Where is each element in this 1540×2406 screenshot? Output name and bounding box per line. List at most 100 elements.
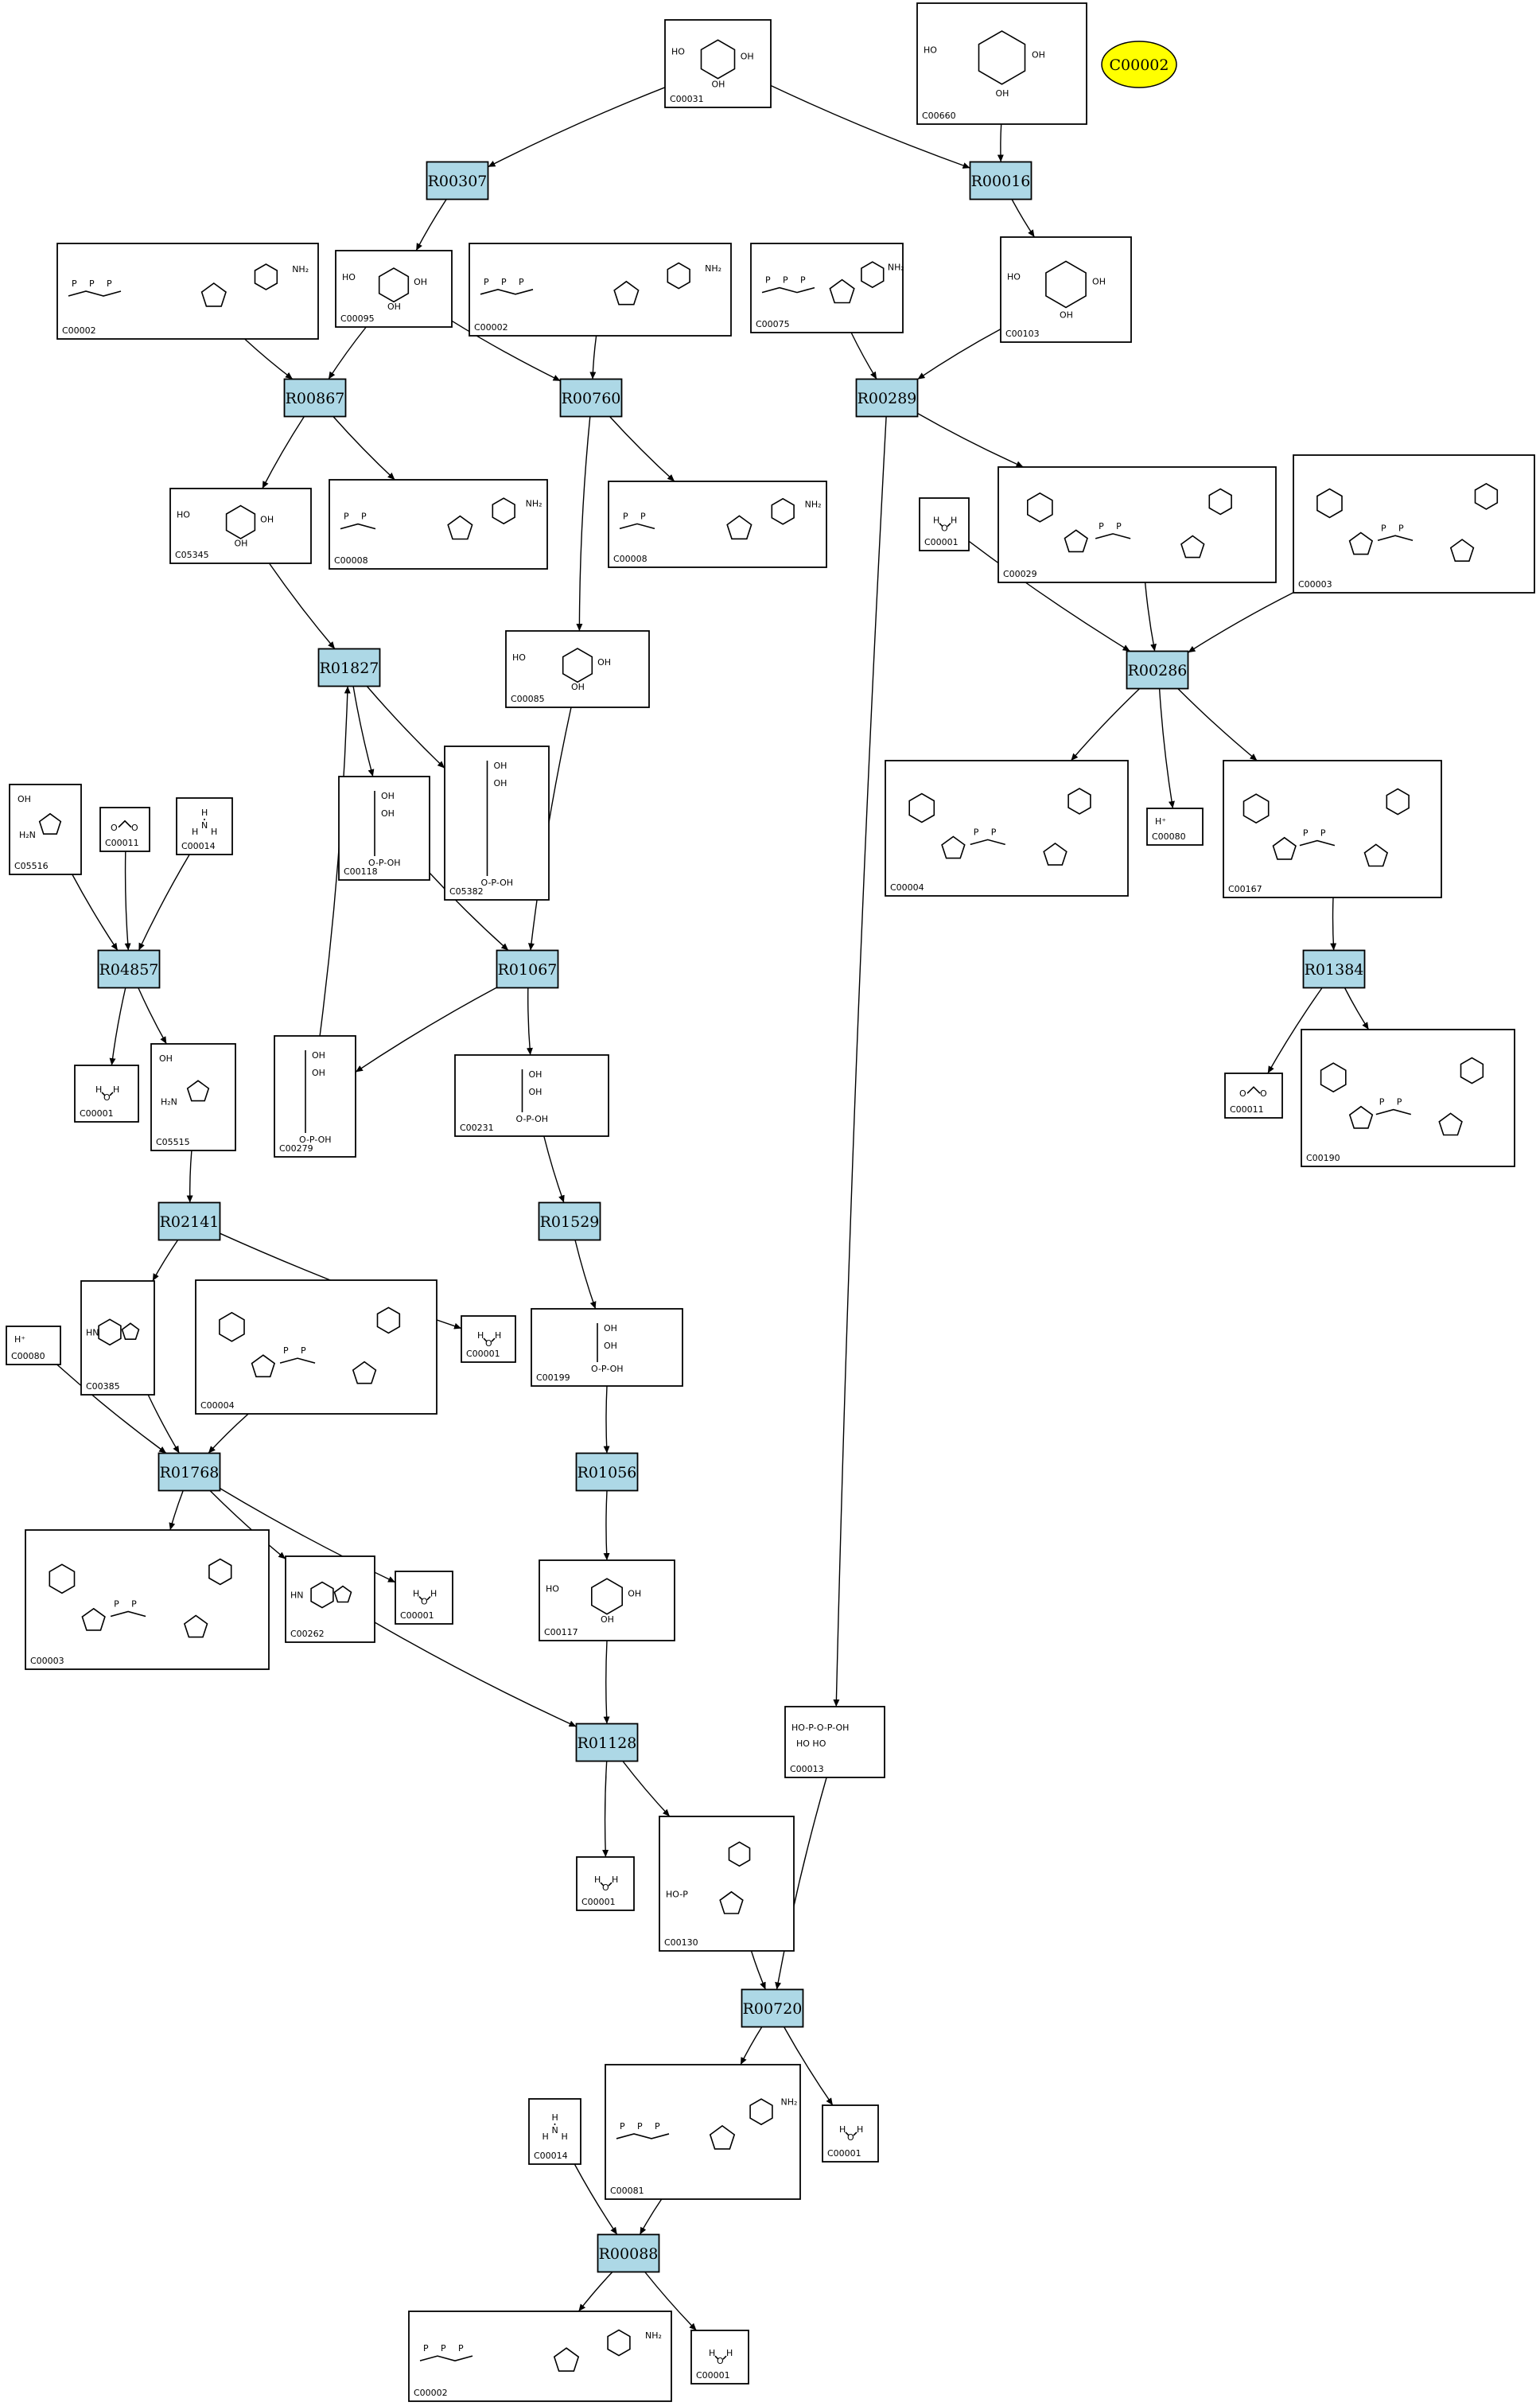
reaction-edge-arrow: [603, 1640, 610, 1724]
compound-box: [329, 479, 548, 570]
reaction-edge-arrow: [244, 338, 294, 380]
reaction-edge-arrow: [639, 2198, 663, 2235]
atom-label: OH: [414, 277, 427, 287]
reaction-node[interactable]: R00867: [283, 378, 347, 418]
reaction-edge-arrow: [833, 416, 887, 1707]
reaction-node[interactable]: R02141: [158, 1201, 221, 1241]
atom-label: HN: [290, 1590, 304, 1601]
reaction-node[interactable]: R00289: [855, 378, 919, 418]
compound-id-label: C00001: [827, 2148, 861, 2159]
compound-box: [664, 19, 772, 108]
reaction-node[interactable]: R01056: [575, 1452, 639, 1492]
compound-box: [1146, 808, 1204, 846]
reaction-edge-arrow: [603, 1385, 610, 1454]
reaction-node[interactable]: R00286: [1126, 650, 1189, 690]
atom-label: HO-P: [666, 1889, 688, 1899]
reaction-node[interactable]: R01128: [575, 1723, 639, 1762]
compound-id-label: C00103: [1005, 329, 1040, 339]
reaction-node[interactable]: R00088: [597, 2233, 660, 2273]
reaction-node[interactable]: R00307: [426, 161, 489, 200]
compound-node[interactable]: H⁺C00080: [6, 1326, 61, 1365]
reaction-node[interactable]: R01384: [1302, 949, 1366, 989]
compound-node[interactable]: H⁺C00080: [1146, 808, 1204, 846]
reaction-node[interactable]: R01529: [538, 1201, 601, 1241]
reaction-edge-arrow: [1267, 987, 1323, 1074]
atom-label: HO: [177, 509, 190, 520]
reaction-edge-arrow: [622, 1761, 671, 1817]
reaction-node[interactable]: R00016: [969, 161, 1032, 200]
atom-label: P: [620, 2121, 625, 2132]
reaction-edge-arrow: [138, 987, 167, 1045]
highlight-ellipse: [1101, 41, 1177, 88]
reaction-id-label: R01067: [498, 961, 558, 979]
reaction-node[interactable]: R00720: [741, 1988, 804, 2028]
compound-box: [80, 1280, 155, 1396]
atom-label: P: [72, 278, 77, 289]
compound-box: [469, 243, 732, 337]
reaction-node[interactable]: R01067: [496, 949, 559, 989]
compound-box: [444, 746, 550, 901]
atom-label: OH: [604, 1341, 617, 1351]
reaction-edge-arrow: [1330, 897, 1337, 951]
atom-label: P: [1397, 1097, 1402, 1108]
highlight-compound-badge[interactable]: C00002: [1101, 41, 1177, 88]
reaction-node[interactable]: R04857: [97, 949, 161, 989]
reaction-box: [496, 949, 559, 989]
reaction-node[interactable]: R00760: [559, 378, 623, 418]
reaction-edge-arrow: [152, 1240, 179, 1282]
atom-label: O: [421, 1597, 428, 1607]
reaction-id-label: R00867: [286, 390, 345, 407]
reaction-node[interactable]: R01768: [158, 1452, 221, 1492]
reaction-node[interactable]: R01827: [317, 648, 381, 687]
compound-box: [99, 807, 150, 852]
reaction-edge-arrow: [1177, 688, 1258, 761]
reaction-edge-arrow: [770, 84, 970, 169]
